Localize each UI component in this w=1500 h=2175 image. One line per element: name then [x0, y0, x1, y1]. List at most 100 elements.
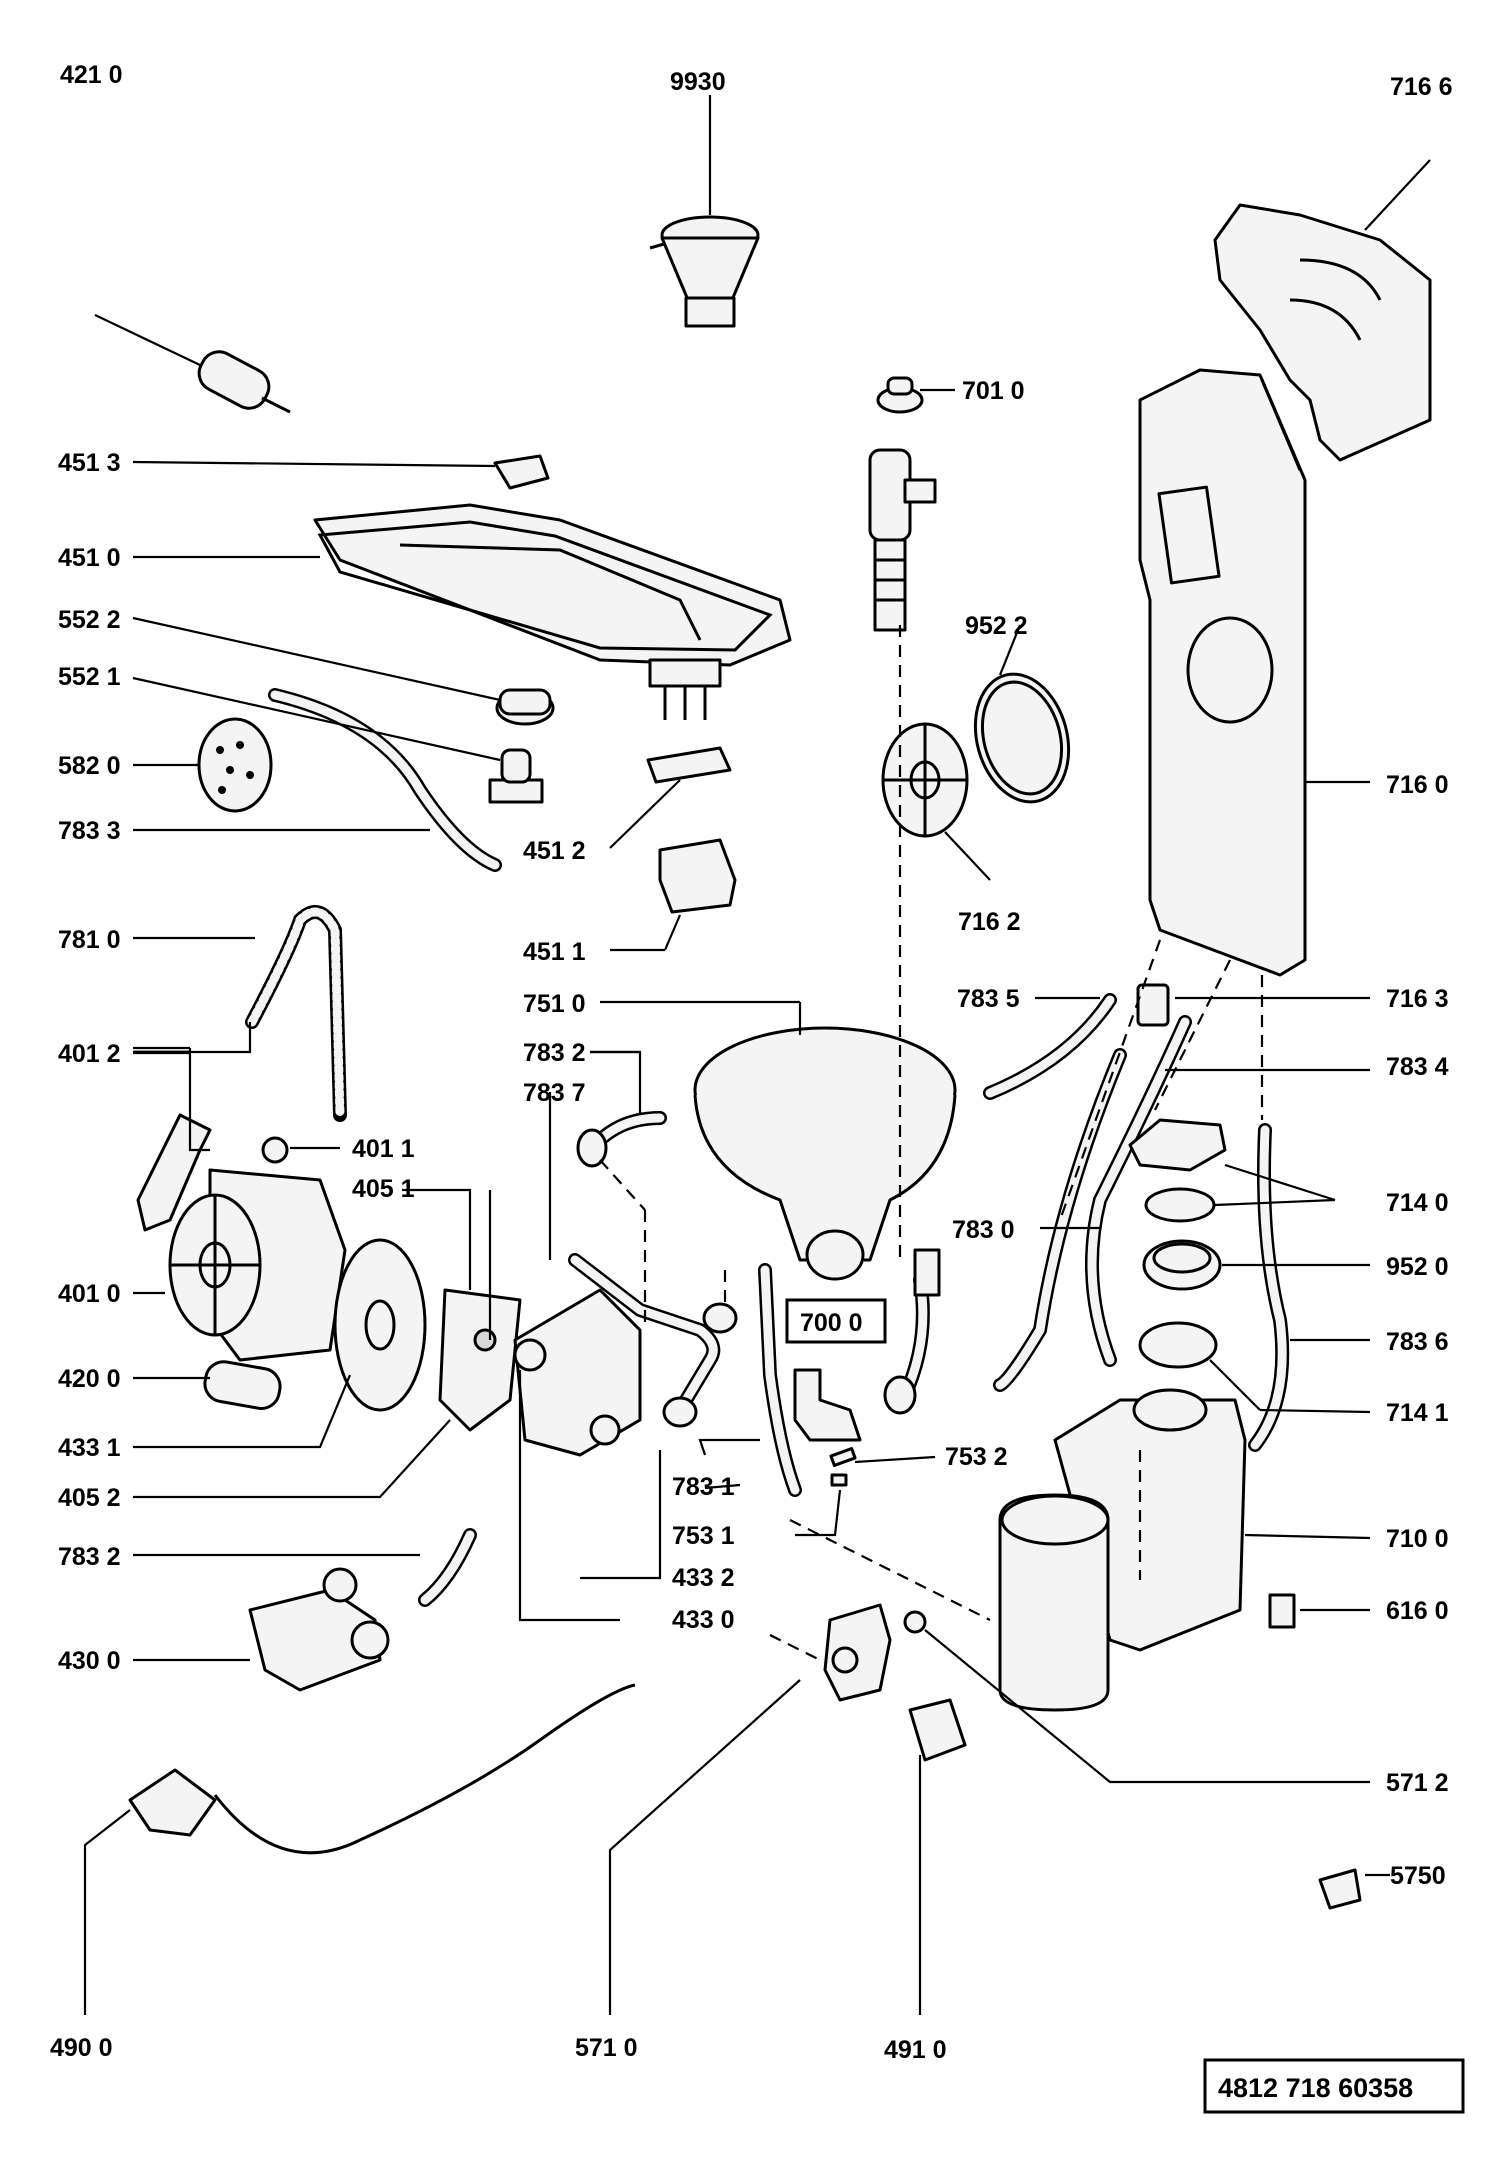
part-seal-4511	[658, 838, 737, 914]
label-7140: 714 0	[1386, 1189, 1449, 1217]
part-hose-7834	[1085, 1015, 1192, 1367]
label-4200: 420 0	[58, 1365, 121, 1393]
label-4051: 405 1	[352, 1175, 415, 1203]
label-7163: 716 3	[1386, 985, 1449, 1013]
part-thermostat-5522	[495, 688, 555, 726]
label-7141: 714 1	[1386, 1399, 1449, 1427]
label-7010: 701 0	[962, 377, 1025, 405]
part-thermostat-5521	[488, 748, 544, 804]
label-7836: 783 6	[1386, 1328, 1449, 1356]
part-elbow-7832b	[418, 1528, 477, 1607]
part-ring-7141	[1138, 1321, 1218, 1369]
part-oring-9522	[973, 672, 1071, 804]
part-dispenser-tube	[868, 448, 937, 632]
label-box-7000	[785, 1298, 887, 1344]
part-hose-7831	[758, 1263, 802, 1497]
label-7531: 753 1	[672, 1522, 735, 1550]
part-cap-7010	[876, 376, 924, 414]
label-7830: 783 0	[952, 1216, 1015, 1244]
label-4052: 405 2	[58, 1484, 121, 1512]
label-9520: 952 0	[1386, 1253, 1449, 1281]
label-7831: 783 1	[672, 1473, 735, 1501]
part-clips-753	[829, 1447, 857, 1487]
part-pressure-switch-7000	[793, 1248, 941, 1442]
part-hose-7830	[993, 1048, 1127, 1392]
label-4510: 451 0	[58, 544, 121, 572]
label-6160: 616 0	[1386, 1597, 1449, 1625]
label-5522: 552 2	[58, 606, 121, 634]
label-7100: 710 0	[1386, 1525, 1449, 1553]
part-heater-4510	[313, 503, 792, 720]
part-connector-7163	[1136, 983, 1170, 1027]
label-7162: 716 2	[958, 908, 1021, 936]
label-7832b: 783 2	[58, 1543, 121, 1571]
label-7510: 751 0	[523, 990, 586, 1018]
part-hose-7835	[983, 993, 1117, 1100]
part-hose-7836	[1248, 1123, 1290, 1452]
part-drain-pump-4330	[513, 1288, 642, 1457]
leader-lines	[83, 95, 1431, 2015]
label-5710: 571 0	[575, 2034, 638, 2062]
label-7000: 700 0	[800, 1309, 863, 1337]
label-4332: 433 2	[672, 1564, 735, 1592]
label-4010: 401 0	[58, 1280, 121, 1308]
label-7810: 781 0	[58, 926, 121, 954]
label-7532: 753 2	[945, 1443, 1008, 1471]
label-4512: 451 2	[523, 837, 586, 865]
label-4511: 451 1	[523, 938, 586, 966]
part-sensor-5820	[197, 717, 273, 813]
label-5712: 571 2	[1386, 1769, 1449, 1797]
label-4513: 451 3	[58, 449, 121, 477]
label-4300: 430 0	[58, 1647, 121, 1675]
part-pipe-7837	[568, 1253, 738, 1428]
label-9930: 9930	[670, 68, 726, 96]
part-pump-4010	[168, 1168, 347, 1362]
part-capacitor-4210	[197, 350, 291, 414]
label-9522: 952 2	[965, 612, 1028, 640]
label-7166: 716 6	[1390, 73, 1453, 101]
label-4330: 433 0	[672, 1606, 735, 1634]
part-impeller-housing	[333, 1238, 522, 1432]
document-reference: 4812 718 60358	[1203, 2058, 1465, 2114]
label-5820: 582 0	[58, 752, 121, 780]
part-inlet-valve-5710	[823, 1603, 892, 1702]
part-lid-7140	[1128, 1118, 1227, 1223]
label-5750: 5750	[1390, 1862, 1446, 1890]
part-valve-4300	[248, 1567, 390, 1692]
part-funnel-9930	[649, 215, 760, 328]
part-capacitor-4200	[203, 1360, 282, 1410]
label-4910: 491 0	[884, 2036, 947, 2064]
part-switch-5750	[1318, 1868, 1362, 1910]
part-clip-4513	[493, 454, 550, 490]
document-reference-number: 4812 718 60358	[1218, 2073, 1413, 2103]
part-gasket-4512	[646, 746, 732, 784]
part-fitting-4011	[261, 1136, 289, 1164]
part-side-panel-7160	[1138, 368, 1307, 977]
part-salt-container-9520	[1142, 1239, 1222, 1291]
part-interference-filter-4910	[908, 1698, 967, 1762]
part-elbow-7832a	[576, 1111, 667, 1168]
label-4900: 490 0	[50, 2034, 113, 2062]
label-7832a: 783 2	[523, 1039, 586, 1067]
assembly-dashed-lines	[599, 625, 1264, 1661]
label-7835: 783 5	[957, 985, 1020, 1013]
label-4012: 401 2	[58, 1040, 121, 1068]
label-4210: 421 0	[60, 61, 123, 89]
part-curved-duct-7166	[1213, 203, 1432, 462]
part-hose-7833	[268, 688, 502, 872]
part-labels: 421 0 9930 716 6 701 0 451 3 451 0 552 2…	[50, 61, 1453, 2064]
label-7834: 783 4	[1386, 1053, 1449, 1081]
label-4011: 401 1	[352, 1135, 415, 1163]
part-softener-7100	[998, 1388, 1247, 1712]
part-corrugated-hose-7810	[245, 905, 347, 1122]
label-7160: 716 0	[1386, 771, 1449, 799]
label-7833: 783 3	[58, 817, 121, 845]
label-7837: 783 7	[523, 1079, 586, 1107]
part-sump-7510	[693, 1026, 957, 1281]
part-power-cord-4900	[128, 1683, 636, 1855]
part-washer-5712	[903, 1610, 927, 1634]
part-switch-6160	[1268, 1593, 1296, 1629]
label-5521: 552 1	[58, 663, 121, 691]
label-4331: 433 1	[58, 1434, 121, 1462]
